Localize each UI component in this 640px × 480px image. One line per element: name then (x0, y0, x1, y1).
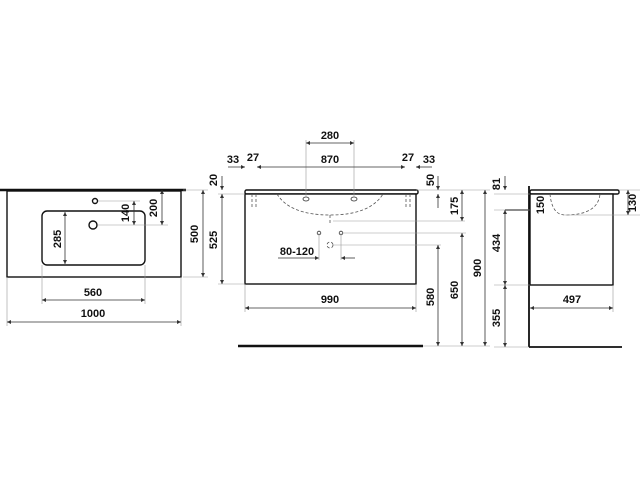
cabinet-side (529, 193, 614, 286)
dim-floor-gap: 355 (491, 309, 503, 327)
dim-tap-spread: 280 (321, 130, 339, 142)
dim-edge-to-drain: 50 (425, 174, 437, 186)
dim-left-inner: 27 (247, 152, 259, 164)
side-view: 81 150 130 434 355 497 (491, 176, 640, 348)
dim-top-thickness: 20 (208, 174, 220, 186)
dim-right-outer: 33 (423, 154, 435, 166)
dim-width: 990 (321, 294, 339, 306)
dim-width: 1000 (81, 308, 105, 320)
dim-drain-depth: 175 (449, 197, 461, 215)
dim-tap-offset: 140 (120, 204, 132, 222)
tap-hole-icon (91, 197, 99, 205)
dim-top-height: 81 (491, 178, 503, 190)
dim-depth: 500 (189, 225, 201, 243)
dim-height-580: 580 (425, 288, 437, 306)
dim-inner-span: 870 (321, 154, 339, 166)
front-view: 280 870 33 27 27 33 20 525 990 80-120 50… (208, 130, 490, 348)
dim-depth: 497 (563, 294, 581, 306)
dim-left-outer: 33 (227, 154, 239, 166)
dim-basin-depth: 285 (52, 230, 64, 248)
cabinet-front (244, 193, 417, 285)
dim-basin-depth: 150 (535, 196, 547, 214)
dim-cabinet-height: 434 (491, 233, 503, 252)
dim-height-650: 650 (449, 281, 461, 299)
drain-icon (88, 220, 98, 230)
dim-rim: 130 (627, 194, 639, 212)
dim-drain-offset: 200 (148, 199, 160, 217)
dim-total-height: 900 (472, 259, 484, 277)
dim-cabinet-height: 525 (208, 231, 220, 249)
dim-right-inner: 27 (402, 152, 414, 164)
dim-drain-range: 80-120 (280, 246, 314, 258)
dim-basin-width: 560 (84, 287, 102, 299)
basin-bowl (41, 210, 146, 266)
top-view: 560 1000 500 285 140 200 (0, 188, 208, 326)
